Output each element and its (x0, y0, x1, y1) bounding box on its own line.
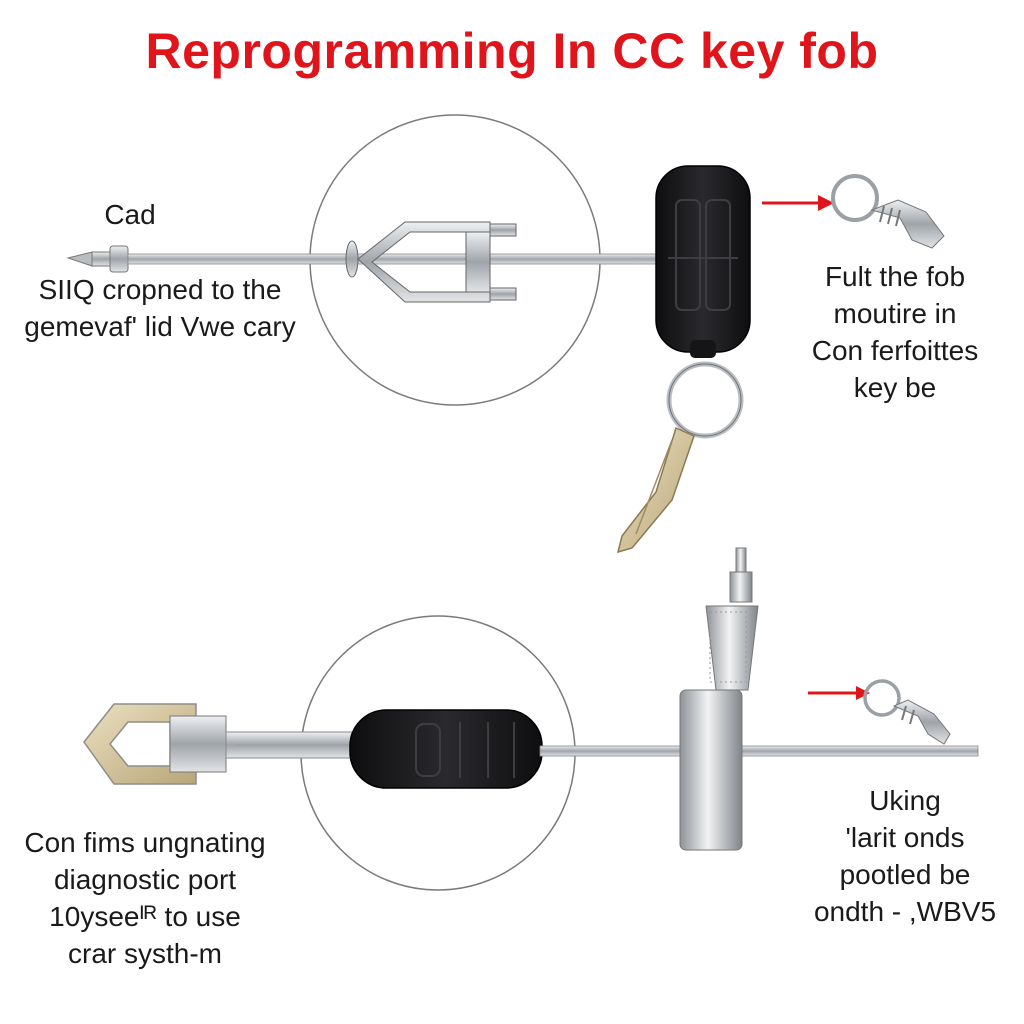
top-right-caption: Fult the fob moutire in Con ferfoittes k… (780, 258, 1010, 406)
bottom-right-caption: Uking 'larit onds pootled be ondth - ,WB… (800, 782, 1010, 930)
caption-line: 10yseeᴵᴿ to use (49, 901, 241, 932)
key-fob-icon (655, 165, 751, 358)
caption-line: Con fims ungnating (24, 827, 266, 858)
caption-line: key be (853, 372, 937, 403)
top-left-caption: Cad SIIQ cropned to the gemevaf' lid Vwe… (10, 196, 310, 345)
caption-line: ondth - ,WBV5 (813, 896, 997, 927)
caption-heading: Cad (104, 199, 156, 230)
caption-line: pootled be (839, 859, 971, 890)
page-title: Reprogramming In CC key fob (145, 23, 879, 79)
screwdriver-tool-icon (66, 221, 659, 303)
key-ring-icon (831, 174, 945, 249)
caption-line: Con ferfoittes (811, 335, 979, 366)
caption-line: crar systh-m (68, 938, 222, 969)
caption-line: Uking (869, 785, 941, 816)
key-ring-icon (863, 679, 951, 745)
key-blade-icon (616, 426, 695, 554)
red-arrow-icon (762, 195, 834, 211)
key-ring-icon (666, 361, 744, 439)
caption-line: gemevaf' lid Vwe cary (24, 311, 296, 342)
probe-shaft (539, 745, 979, 757)
red-arrow-icon (808, 686, 870, 700)
caption-line: SIIQ cropned to the (38, 274, 282, 305)
key-blade-icon (83, 703, 357, 785)
diagnostic-probe-icon (679, 547, 759, 851)
caption-line: Fult the fob (824, 261, 966, 292)
caption-line: 'larit onds (845, 822, 965, 853)
caption-line: moutire in (833, 298, 957, 329)
key-fob-icon (349, 709, 543, 789)
bottom-left-caption: Con fims ungnating diagnostic port 10yse… (0, 824, 290, 972)
caption-line: diagnostic port (53, 864, 237, 895)
